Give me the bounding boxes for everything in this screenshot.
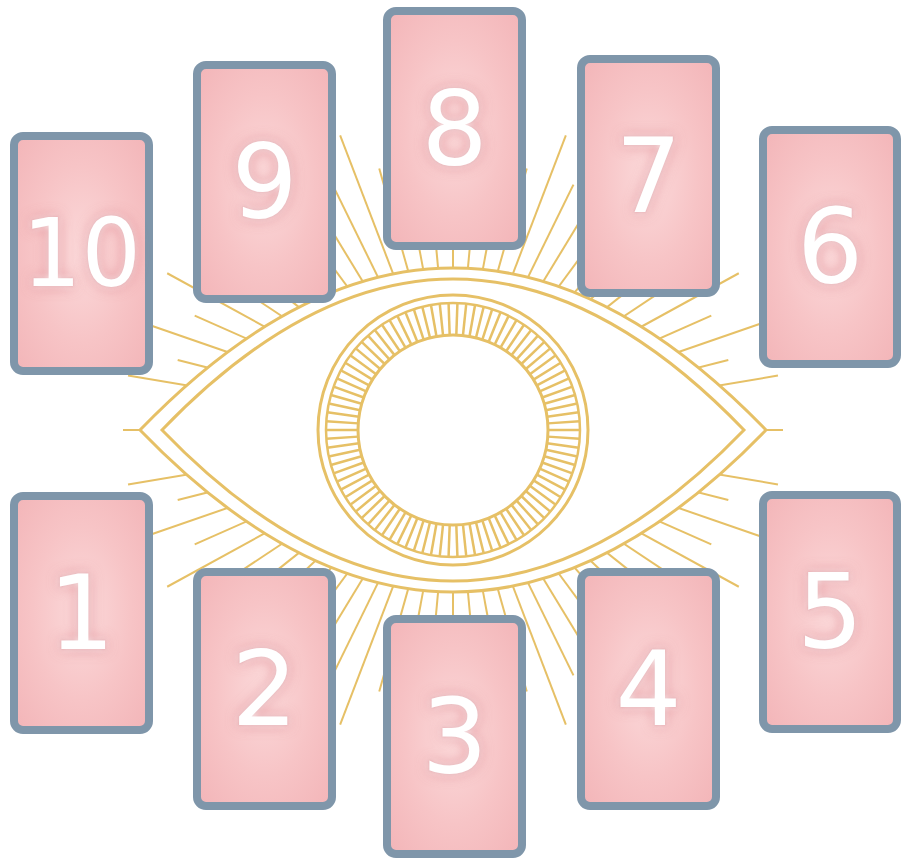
position-number: 5: [797, 560, 863, 664]
iris-hatch: [511, 330, 531, 355]
iris-outer-ring: [318, 295, 588, 565]
iris-hatch: [506, 325, 524, 352]
pupil-ring: [358, 335, 548, 525]
iris-hatching: [326, 303, 580, 557]
iris: [318, 295, 588, 565]
iris-hatch: [517, 501, 538, 525]
iris-hatch: [495, 316, 509, 345]
iris-hatch: [440, 304, 443, 336]
iris-hatch: [422, 522, 430, 553]
iris-hatch: [327, 443, 359, 447]
iris-hatch: [390, 320, 406, 348]
position-number: 8: [421, 77, 487, 181]
iris-hatch: [449, 303, 450, 335]
iris-hatch: [534, 480, 561, 497]
iris-hatch: [422, 307, 430, 338]
iris-hatch: [521, 342, 544, 364]
iris-hatch: [546, 450, 577, 457]
iris-hatch: [362, 342, 385, 364]
iris-hatch: [440, 524, 443, 556]
iris-hatch: [431, 305, 437, 337]
iris-hatch: [469, 305, 475, 337]
position-number: 3: [421, 685, 487, 789]
iris-hatch: [382, 325, 400, 352]
position-number: 6: [797, 195, 863, 299]
iris-hatch: [511, 505, 531, 530]
position-number: 2: [231, 637, 297, 741]
iris-hatch: [547, 412, 579, 416]
eye-outline: [140, 268, 766, 592]
tarot-card: 7: [577, 55, 720, 297]
iris-hatch: [476, 307, 484, 338]
iris-hatch: [546, 404, 577, 411]
iris-hatch: [341, 370, 369, 385]
iris-hatch: [501, 512, 517, 540]
iris-hatch: [375, 330, 395, 355]
tarot-card: 1: [10, 492, 153, 734]
iris-hatch: [521, 496, 544, 518]
iris-hatch: [476, 522, 484, 553]
tarot-card: 9: [193, 61, 336, 303]
iris-hatch: [382, 509, 400, 536]
position-number: 1: [48, 561, 114, 665]
iris-hatch: [506, 509, 524, 536]
iris-hatch: [449, 525, 450, 557]
position-number: 10: [22, 207, 141, 301]
iris-hatch: [482, 520, 492, 550]
iris-hatch: [456, 303, 457, 335]
tarot-card: 5: [759, 491, 901, 733]
eye-inner-outline: [162, 279, 744, 581]
iris-hatch: [544, 395, 575, 404]
iris-hatch: [517, 336, 538, 360]
tarot-card: 2: [193, 568, 336, 810]
iris-hatch: [501, 320, 517, 348]
iris-hatch: [530, 355, 556, 374]
iris-hatch: [463, 304, 466, 336]
iris-hatch: [547, 443, 579, 447]
iris-hatch: [526, 491, 551, 512]
iris-hatch: [356, 491, 381, 512]
iris-hatch: [329, 404, 360, 411]
iris-hatch: [350, 355, 376, 374]
iris-hatch: [375, 505, 395, 530]
iris-hatch: [469, 524, 475, 556]
position-number: 9: [231, 130, 297, 234]
iris-hatch: [350, 486, 376, 505]
iris-hatch: [548, 421, 580, 423]
iris-hatch: [368, 501, 389, 525]
iris-hatch: [362, 496, 385, 518]
iris-hatch: [326, 437, 358, 439]
tarot-card: 8: [383, 7, 526, 250]
position-number: 7: [615, 124, 681, 228]
iris-hatch: [356, 348, 381, 369]
iris-hatch: [548, 437, 580, 439]
iris-hatch: [414, 309, 424, 339]
tarot-card: 3: [383, 615, 526, 858]
iris-hatch: [345, 480, 372, 497]
tarot-card: 10: [10, 132, 153, 375]
iris-hatch: [390, 512, 406, 540]
iris-hatch: [463, 524, 466, 556]
iris-ring: [326, 303, 580, 557]
iris-hatch: [530, 486, 556, 505]
iris-hatch: [326, 421, 358, 423]
iris-hatch: [327, 412, 359, 416]
iris-hatch: [456, 525, 457, 557]
iris-hatch: [397, 515, 411, 544]
iris-hatch: [537, 475, 565, 490]
tarot-card: 6: [759, 126, 901, 368]
iris-hatch: [526, 348, 551, 369]
tarot-card: 4: [577, 568, 720, 810]
iris-hatch: [534, 363, 561, 380]
iris-hatch: [345, 363, 372, 380]
position-number: 4: [615, 637, 681, 741]
iris-hatch: [326, 429, 358, 432]
iris-hatch: [331, 456, 362, 465]
iris-hatch: [329, 450, 360, 457]
iris-hatch: [431, 524, 437, 556]
iris-hatch: [548, 429, 580, 432]
iris-hatch: [368, 336, 389, 360]
